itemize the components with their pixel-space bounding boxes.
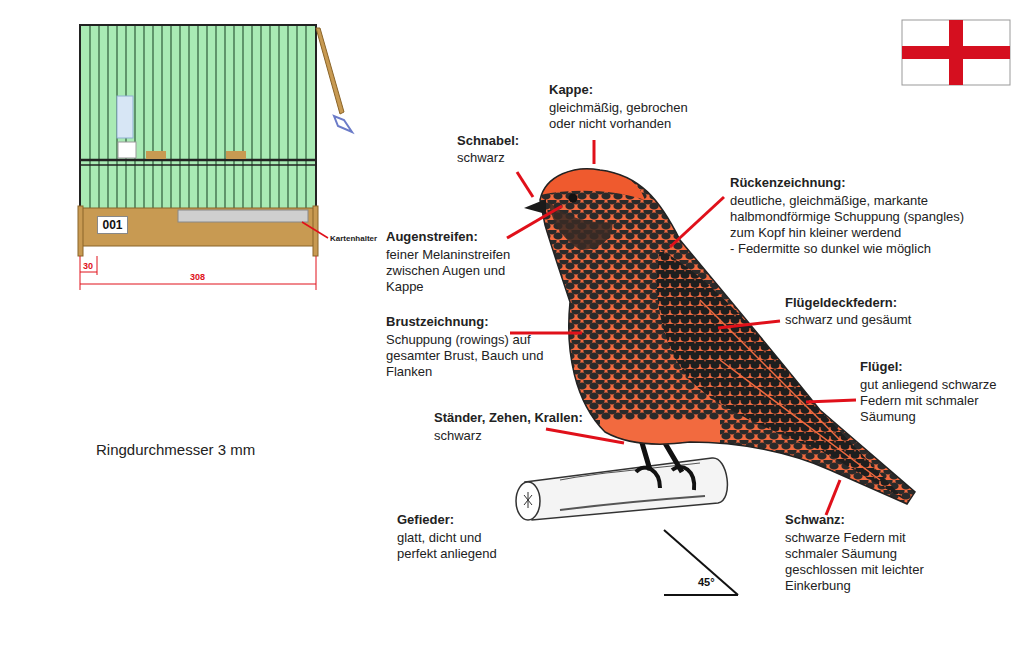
callout-text: Schuppung (rowings) auf gesamter Brust, … bbox=[386, 332, 561, 380]
callout-heading: Flügeldeckfedern: bbox=[785, 295, 897, 311]
callout-heading: Gefieder: bbox=[397, 512, 454, 528]
callout-heading: Flügel: bbox=[860, 359, 903, 375]
callout-text: schwarz bbox=[434, 428, 482, 444]
callout-text: schwarze Federn mit schmaler Säumung ges… bbox=[785, 530, 955, 594]
callout-heading: Rückenzeichnung: bbox=[730, 175, 846, 191]
dimension-label: 30 bbox=[83, 261, 93, 272]
callout-text: deutliche, gleichmäßige, markante halbmo… bbox=[730, 193, 980, 241]
callout-heading: Kappe: bbox=[549, 82, 593, 98]
callout-heading: Schnabel: bbox=[457, 133, 519, 149]
cage-number: 001 bbox=[102, 218, 122, 232]
callout-text: schwarz und gesäumt bbox=[785, 312, 911, 328]
callout-heading: Augenstreifen: bbox=[386, 229, 478, 245]
part-label: Kartenhalter bbox=[330, 234, 377, 244]
callout-heading: Brustzeichnung: bbox=[386, 314, 489, 330]
callout-text: schwarz bbox=[457, 150, 505, 166]
dimension-label: 308 bbox=[190, 272, 205, 283]
perch bbox=[516, 458, 727, 520]
callout-text: feiner Melaninstreifen zwischen Augen un… bbox=[386, 247, 536, 295]
callout-text: - Federmitte so dunkel wie möglich bbox=[730, 241, 931, 257]
callout-text: gleichmäßig, gebrochen oder nicht vorhan… bbox=[549, 100, 709, 132]
callout-heading: Ständer, Zehen, Krallen: bbox=[434, 410, 583, 426]
show-cage bbox=[78, 25, 352, 290]
cage-number-box: 001 bbox=[97, 216, 128, 234]
callout-text: gut anliegend schwarze Federn mit schmal… bbox=[860, 377, 1015, 425]
angle-label: 45° bbox=[698, 575, 715, 589]
england-flag bbox=[902, 20, 1010, 85]
callout-text: glatt, dicht und perfekt anliegend bbox=[397, 530, 522, 562]
callout-heading: Schwanz: bbox=[785, 512, 845, 528]
note-label: Ringdurchmesser 3 mm bbox=[96, 440, 255, 459]
angle-mark bbox=[664, 530, 738, 595]
